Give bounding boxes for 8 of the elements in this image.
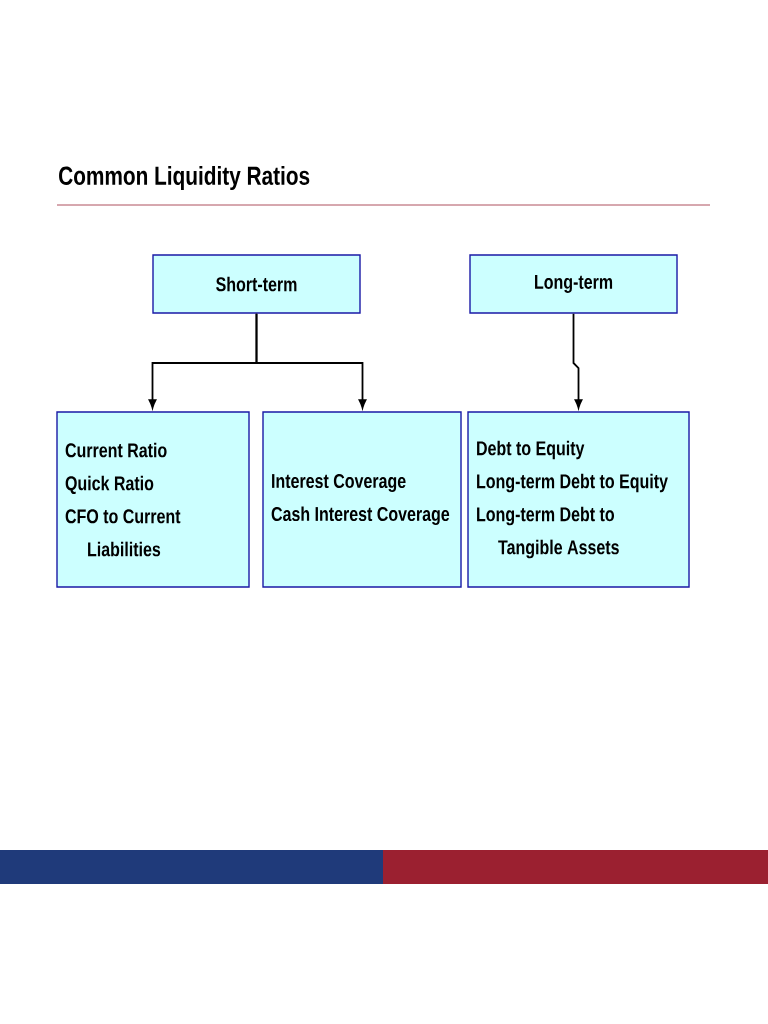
category-box: Short-term [152, 254, 361, 314]
title: Common Liquidity Ratios [59, 165, 310, 191]
ratio-list-box: Interest Coverage Cash Interest Coverage [262, 411, 462, 588]
ratio-list-box: Debt to Equity Long-term Debt to Equity Long-term Debt to Tangible Assets [467, 411, 690, 588]
ratio-list-box: Current Ratio Quick Ratio CFO to Current Liabilities [56, 411, 250, 588]
category-box: Long-term [469, 254, 678, 314]
arrow [572, 312, 583, 409]
arrow [255, 312, 367, 409]
